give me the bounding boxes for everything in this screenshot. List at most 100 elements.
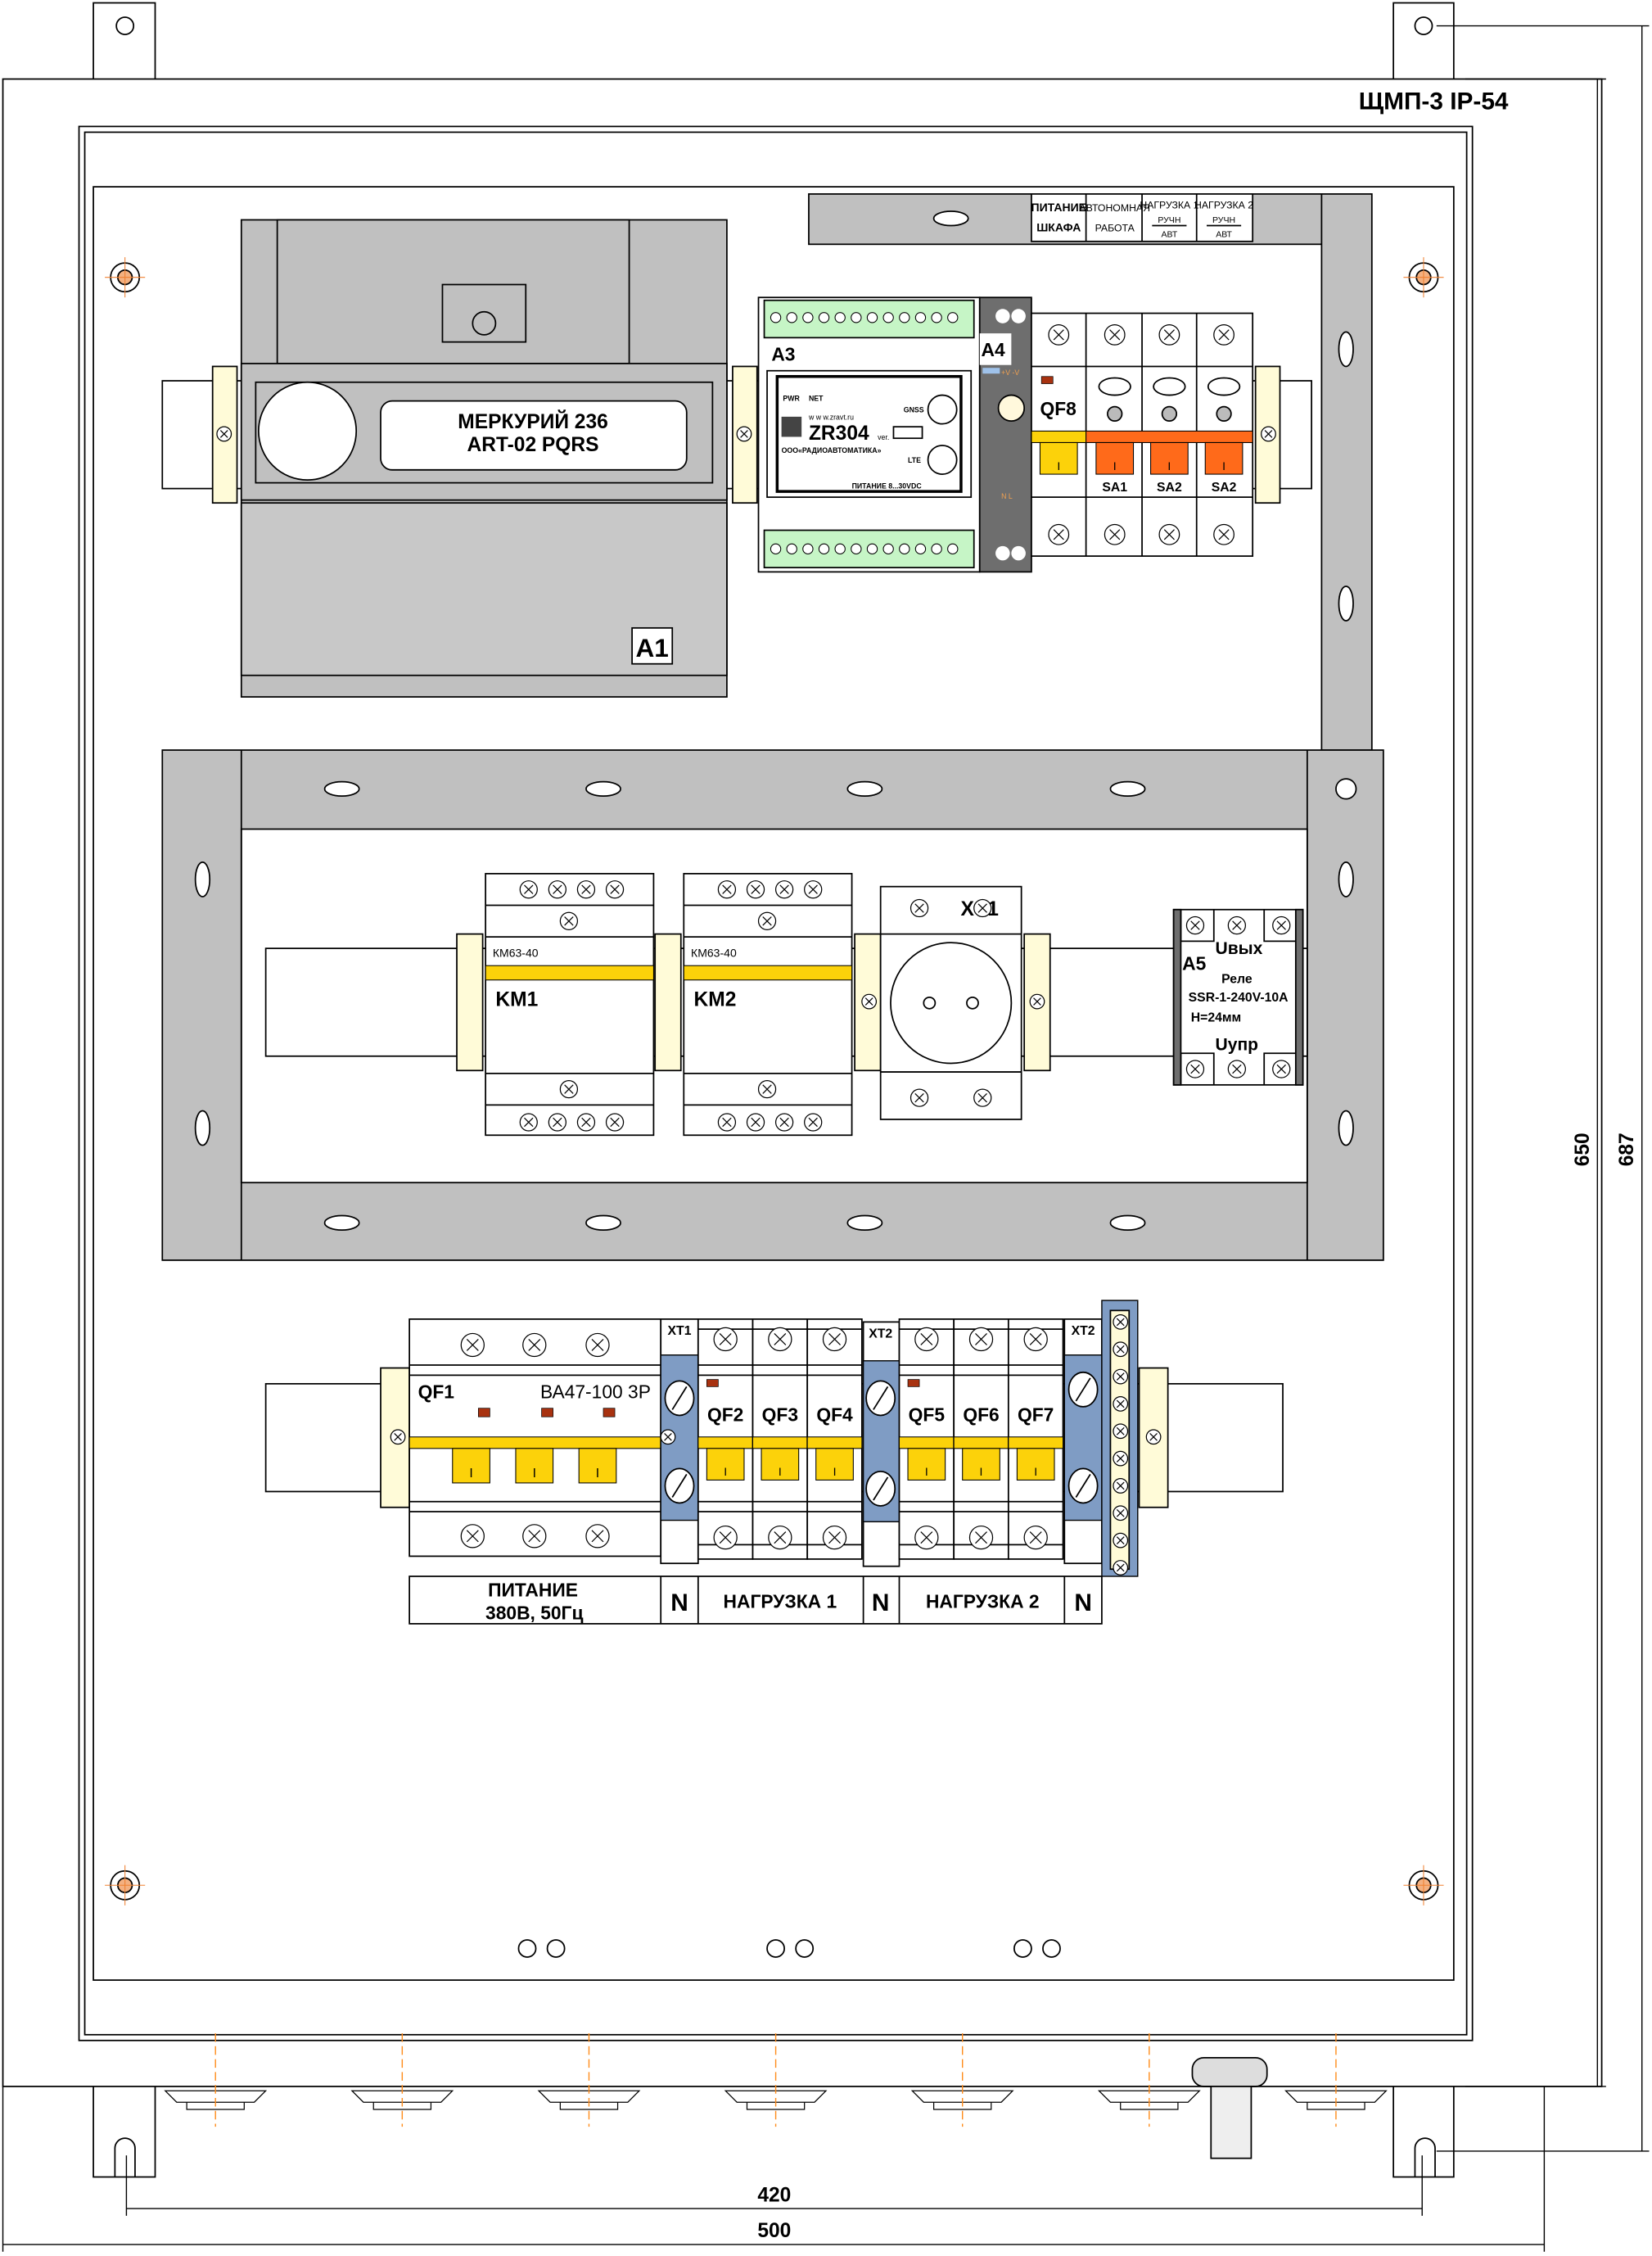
terminal-screw-icon	[1067, 1467, 1099, 1504]
label-load1-manual: РУЧН	[1158, 215, 1180, 225]
terminal-screw-icon	[865, 1380, 896, 1417]
relay-uctl: Uупр	[1216, 1036, 1258, 1055]
screw-icon	[519, 880, 538, 899]
label-autonomous-2: РАБОТА	[1095, 223, 1135, 234]
screw-icon	[861, 993, 878, 1010]
screw-icon	[1023, 1327, 1048, 1352]
terminal-screw-icon	[786, 312, 797, 323]
terminal-screw-icon	[664, 1380, 695, 1417]
label-load1: НАГРУЗКА 1	[1140, 199, 1198, 210]
mounting-slot-icon	[194, 1110, 211, 1146]
screw-icon	[585, 1524, 610, 1548]
screw-icon	[914, 1525, 939, 1550]
relay-model: SSR-1-240V-10A	[1189, 991, 1289, 1005]
screw-icon	[910, 898, 929, 918]
label-load-1: НАГРУЗКА 1	[724, 1591, 837, 1612]
breaker-handle-mark: I	[980, 1465, 983, 1478]
screw-icon	[717, 1113, 737, 1132]
screw-icon	[605, 1113, 625, 1132]
terminal-screw-icon	[866, 312, 878, 323]
mounting-hole-icon	[1335, 778, 1357, 800]
terminal-screw-icon	[834, 312, 846, 323]
hole-icon	[1042, 1939, 1061, 1958]
modem-net-led: NET	[809, 395, 824, 403]
modem-ref: A3	[771, 343, 795, 364]
screw-icon	[1158, 323, 1180, 346]
cable-gland-icon	[1284, 2033, 1388, 2127]
modem-maker: ООО«РАДИОАВТОМАТИКА»	[782, 446, 882, 454]
xt2-label: XT2	[869, 1327, 892, 1341]
relay-height: H=24мм	[1191, 1011, 1242, 1025]
mounting-slot-icon	[846, 780, 883, 798]
screw-icon	[1272, 916, 1291, 935]
breaker-ref: QF6	[963, 1404, 999, 1425]
cable-gland-icon	[910, 2033, 1014, 2127]
screw-icon	[736, 426, 752, 442]
screw-icon	[713, 1327, 738, 1352]
screw-icon	[1113, 1560, 1129, 1576]
power-supply-a4	[978, 296, 1032, 573]
breaker-handle-mark: I	[925, 1465, 928, 1478]
xt2b-label: XT2	[1072, 1324, 1095, 1338]
bottom-label-row	[408, 1576, 1103, 1625]
terminal-screw-icon	[818, 312, 830, 323]
dim-420: 420	[757, 2184, 791, 2206]
screw-icon	[822, 1327, 847, 1352]
screw-icon	[822, 1525, 847, 1550]
km1-model: КМ63-40	[493, 947, 539, 960]
screw-icon	[1048, 523, 1070, 545]
psu-ref: A4	[982, 339, 1005, 360]
mounting-slot-icon	[932, 210, 969, 227]
screw-icon	[1261, 426, 1276, 442]
terminal-screw-icon	[947, 543, 959, 554]
psu-out-label: +V -V	[1001, 368, 1019, 377]
hardware	[105, 210, 1444, 2159]
label-load1-auto: АВТ	[1162, 230, 1178, 240]
breaker-ref: QF2	[707, 1404, 743, 1425]
screw-icon	[1213, 523, 1234, 545]
dim-687: 687	[1616, 1133, 1638, 1166]
label-power-supply: ПИТАНИЕ	[488, 1580, 578, 1601]
mounting-slot-icon	[1109, 1214, 1146, 1231]
mounting-slot-icon	[1338, 585, 1354, 622]
qf1-handle-mark-2: I	[533, 1467, 536, 1481]
hole-icon	[517, 1939, 537, 1958]
terminal-screw-icon	[834, 543, 846, 554]
fixing-screw-icon	[105, 1865, 146, 1906]
label-load-2: НАГРУЗКА 2	[926, 1591, 1040, 1612]
mounting-slot-icon	[846, 1214, 883, 1231]
solid-state-relay-a5	[1172, 908, 1304, 1086]
terminal-screw-icon	[802, 312, 814, 323]
terminal-screw-icon	[664, 1467, 695, 1504]
label-n-2: N	[872, 1589, 890, 1616]
meter-name-1: МЕРКУРИЙ 236	[458, 410, 608, 433]
qf8-handle-mark: I	[1057, 459, 1060, 472]
cable-gland-icon	[350, 2033, 454, 2127]
cabinet-title: ЩМП-3 IP-54	[1359, 88, 1509, 115]
screw-icon	[973, 1088, 992, 1107]
hole-icon	[766, 1939, 785, 1958]
km2-model: КМ63-40	[691, 947, 737, 960]
label-n-1: N	[670, 1589, 688, 1616]
terminal-screw-icon	[786, 543, 797, 554]
screw-icon	[968, 1327, 994, 1352]
screw-icon	[717, 880, 737, 899]
cable-gland-fitted-icon	[1191, 2056, 1268, 2159]
terminal-screw-icon	[882, 543, 894, 554]
mounting-slot-icon	[1338, 1110, 1354, 1146]
screw-icon	[1113, 1478, 1129, 1494]
sa2b-handle-mark: I	[1222, 459, 1225, 472]
fixing-screw-icon	[105, 257, 146, 298]
terminal-screw-icon	[1067, 1371, 1099, 1408]
screw-icon	[519, 1113, 538, 1132]
screw-icon	[1113, 1532, 1129, 1548]
main-breaker-qf1	[408, 1318, 662, 1557]
relay-name: Реле	[1221, 972, 1253, 986]
qf1-handle-mark-3: I	[596, 1467, 599, 1481]
screw-icon	[548, 880, 566, 899]
terminal-screw-icon	[818, 543, 830, 554]
terminal-screw-icon	[802, 543, 814, 554]
